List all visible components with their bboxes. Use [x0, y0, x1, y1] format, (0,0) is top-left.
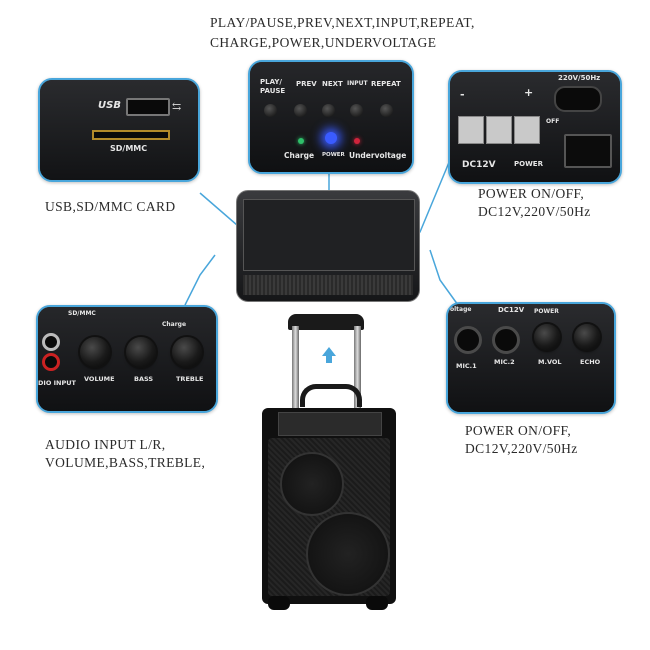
terminal-screw-2: [486, 116, 512, 144]
caption-audio-line2: VOLUME,BASS,TREBLE,: [45, 455, 206, 470]
caption-usb-card: USB,SD/MMC CARD: [45, 199, 176, 214]
repeat-label: REPEAT: [371, 80, 401, 88]
mic1-jack[interactable]: [454, 326, 482, 354]
upper-speaker-cone: [280, 452, 344, 516]
power-panel-top: 220V/50Hz - + OFF DC12V POWER: [448, 70, 622, 184]
speaker-cabinet: [262, 408, 396, 604]
next-button[interactable]: [322, 104, 335, 117]
rating-label: 220V/50Hz: [558, 74, 601, 82]
caption-top-line2: CHARGE,POWER,UNDERVOLTAGE: [210, 35, 437, 50]
mic-panel: oltage DC12V POWER MIC.1 MIC.2 M.VOL ECH…: [446, 302, 616, 414]
power-label: POWER: [322, 152, 345, 158]
rca-input-red[interactable]: [42, 353, 60, 371]
play-pause-label: PLAY/ PAUSE: [260, 78, 286, 95]
power-label-top: POWER: [514, 160, 543, 168]
next-label: NEXT: [322, 80, 343, 88]
treble-knob[interactable]: [172, 337, 202, 367]
echo-knob[interactable]: [574, 324, 600, 350]
left-wheel: [268, 596, 290, 610]
caption-audio-line1: AUDIO INPUT L/R,: [45, 437, 166, 452]
power-led: [325, 132, 337, 144]
volume-label: VOLUME: [84, 375, 115, 383]
off-label: OFF: [546, 118, 560, 125]
charge-label: Charge: [284, 151, 315, 160]
bass-label: BASS: [134, 375, 154, 383]
mic-dc12v-label: DC12V: [498, 306, 525, 314]
terminal-screw-1: [458, 116, 484, 144]
terminal-screw-3: [514, 116, 540, 144]
voltage-label: oltage: [450, 306, 472, 313]
line-mic: [429, 249, 459, 306]
ac-socket: [554, 86, 602, 112]
mvol-label: M.VOL: [538, 358, 562, 366]
lower-speaker-cone: [306, 512, 390, 596]
rca-input-white[interactable]: [42, 333, 60, 351]
undervoltage-led: [354, 138, 360, 144]
echo-label: ECHO: [580, 358, 601, 366]
caption-power-1-line1: POWER ON/OFF,: [478, 186, 585, 201]
mic1-label: MIC.1: [456, 362, 477, 370]
caption-power-2-line2: DC12V,220V/50Hz: [465, 441, 578, 456]
repeat-button[interactable]: [380, 104, 393, 117]
sd-slot: [92, 130, 170, 140]
undervoltage-label: Undervoltage: [349, 151, 407, 160]
minus-label: -: [460, 88, 465, 101]
right-wheel: [366, 596, 388, 610]
usb-port: [126, 98, 170, 116]
input-label: INPUT: [347, 80, 368, 87]
carry-handle[interactable]: [300, 384, 362, 407]
prev-label: PREV: [296, 80, 317, 88]
sdmmc-label: SD/MMC: [110, 144, 148, 153]
mic2-label: MIC.2: [494, 358, 515, 366]
mic-volume-knob[interactable]: [534, 324, 560, 350]
usb-icon: ⇆: [172, 100, 182, 113]
dc12v-label: DC12V: [462, 160, 496, 170]
usb-label: USB: [98, 100, 121, 111]
play-pause-button[interactable]: [264, 104, 277, 117]
line-audio: [184, 254, 216, 306]
power-switch[interactable]: [564, 134, 612, 168]
telescopic-handle[interactable]: [288, 314, 364, 330]
plus-label: +: [524, 86, 534, 99]
prev-button[interactable]: [294, 104, 307, 117]
treble-label: TREBLE: [176, 375, 204, 383]
bass-knob[interactable]: [126, 337, 156, 367]
caption-power-1-line2: DC12V,220V/50Hz: [478, 204, 591, 219]
usb-sd-panel: USB ⇆ SD/MMC: [38, 78, 200, 182]
audio-sdmmc-label: SD/MMC: [68, 310, 96, 317]
controls-panel: PLAY/ PAUSE PREV NEXT INPUT REPEAT Charg…: [248, 60, 414, 174]
caption-top-line1: PLAY/PAUSE,PREV,NEXT,INPUT,REPEAT,: [210, 15, 475, 30]
charge-led: [298, 138, 304, 144]
up-arrow-icon: [322, 347, 336, 363]
audio-panel: SD/MMC Charge DIO INPUT VOLUME BASS TREB…: [36, 305, 218, 413]
trolley-speaker: [262, 314, 396, 614]
input-button[interactable]: [350, 104, 363, 117]
caption-power-2-line1: POWER ON/OFF,: [465, 423, 572, 438]
mic-power-label: POWER: [534, 308, 559, 315]
audio-charge-label: Charge: [162, 321, 187, 328]
audio-input-label: DIO INPUT: [38, 379, 76, 387]
volume-knob[interactable]: [80, 337, 110, 367]
center-detail-panel: [236, 190, 420, 302]
mic2-jack[interactable]: [492, 326, 520, 354]
